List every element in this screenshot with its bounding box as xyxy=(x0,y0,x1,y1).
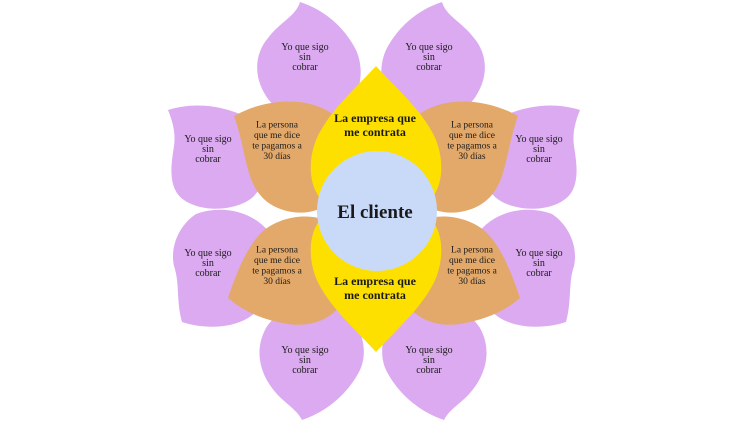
orange-label-upper-right-line: 30 días xyxy=(458,152,485,162)
purple-label-top-right-line: sin xyxy=(423,52,435,63)
purple-label-upper-left-line: sin xyxy=(202,144,214,155)
orange-label-lower-left-line: que me dice xyxy=(254,256,300,266)
orange-label-upper-left-line: La persona xyxy=(256,120,299,130)
orange-label-lower-right-line: te pagamos a xyxy=(447,266,497,276)
purple-label-top-right-line: Yo que sigo xyxy=(405,42,452,53)
orange-label-upper-left-line: que me dice xyxy=(254,131,300,141)
orange-label-upper-right-line: que me dice xyxy=(449,131,495,141)
orange-label-lower-left-line: La persona xyxy=(256,245,299,255)
yellow-label-top-line: La empresa que xyxy=(334,111,416,125)
orange-label-upper-left-line: te pagamos a xyxy=(252,141,302,151)
petal-purple-bottom-right xyxy=(382,302,487,420)
purple-label-top-left-line: cobrar xyxy=(292,62,318,73)
purple-label-upper-right-line: sin xyxy=(533,144,545,155)
purple-label-lower-right-line: Yo que sigo xyxy=(515,248,562,259)
purple-label-bottom-right-line: Yo que sigo xyxy=(405,345,452,356)
purple-label-bottom-left-line: cobrar xyxy=(292,365,318,376)
purple-label-lower-right-line: cobrar xyxy=(526,268,552,279)
purple-label-top-left-line: Yo que sigo xyxy=(281,42,328,53)
purple-label-bottom-right-line: sin xyxy=(423,355,435,366)
purple-label-upper-left-line: cobrar xyxy=(195,154,221,165)
petal-purple-top-left xyxy=(257,2,361,123)
purple-label-lower-right-line: sin xyxy=(533,258,545,269)
yellow-label-bottom-line: me contrata xyxy=(344,288,406,302)
purple-label-top-right-line: cobrar xyxy=(416,62,442,73)
orange-label-upper-left-line: 30 días xyxy=(263,152,290,162)
orange-label-lower-left-line: 30 días xyxy=(263,277,290,287)
purple-label-lower-left-line: cobrar xyxy=(195,268,221,279)
yellow-label-top-line: me contrata xyxy=(344,125,406,139)
purple-label-bottom-left-line: sin xyxy=(299,355,311,366)
petal-purple-top-right xyxy=(381,2,485,123)
orange-label-lower-right-line: 30 días xyxy=(458,277,485,287)
purple-label-upper-left-line: Yo que sigo xyxy=(184,134,231,145)
purple-label-bottom-right-line: cobrar xyxy=(416,365,442,376)
yellow-label-bottom-line: La empresa que xyxy=(334,274,416,288)
purple-label-top-left-line: sin xyxy=(299,52,311,63)
orange-label-upper-right-line: te pagamos a xyxy=(447,141,497,151)
purple-label-upper-right-line: Yo que sigo xyxy=(515,134,562,145)
center-label: El cliente xyxy=(337,202,412,223)
orange-label-upper-right-line: La persona xyxy=(451,120,494,130)
purple-label-lower-left-line: sin xyxy=(202,258,214,269)
center-circle xyxy=(317,151,437,271)
orange-label-lower-left-line: te pagamos a xyxy=(252,266,302,276)
purple-label-upper-right-line: cobrar xyxy=(526,154,552,165)
purple-label-lower-left-line: Yo que sigo xyxy=(184,248,231,259)
orange-label-lower-right-line: La persona xyxy=(451,245,494,255)
petal-purple-bottom-left xyxy=(259,302,364,420)
purple-label-bottom-left-line: Yo que sigo xyxy=(281,345,328,356)
orange-label-lower-right-line: que me dice xyxy=(449,256,495,266)
